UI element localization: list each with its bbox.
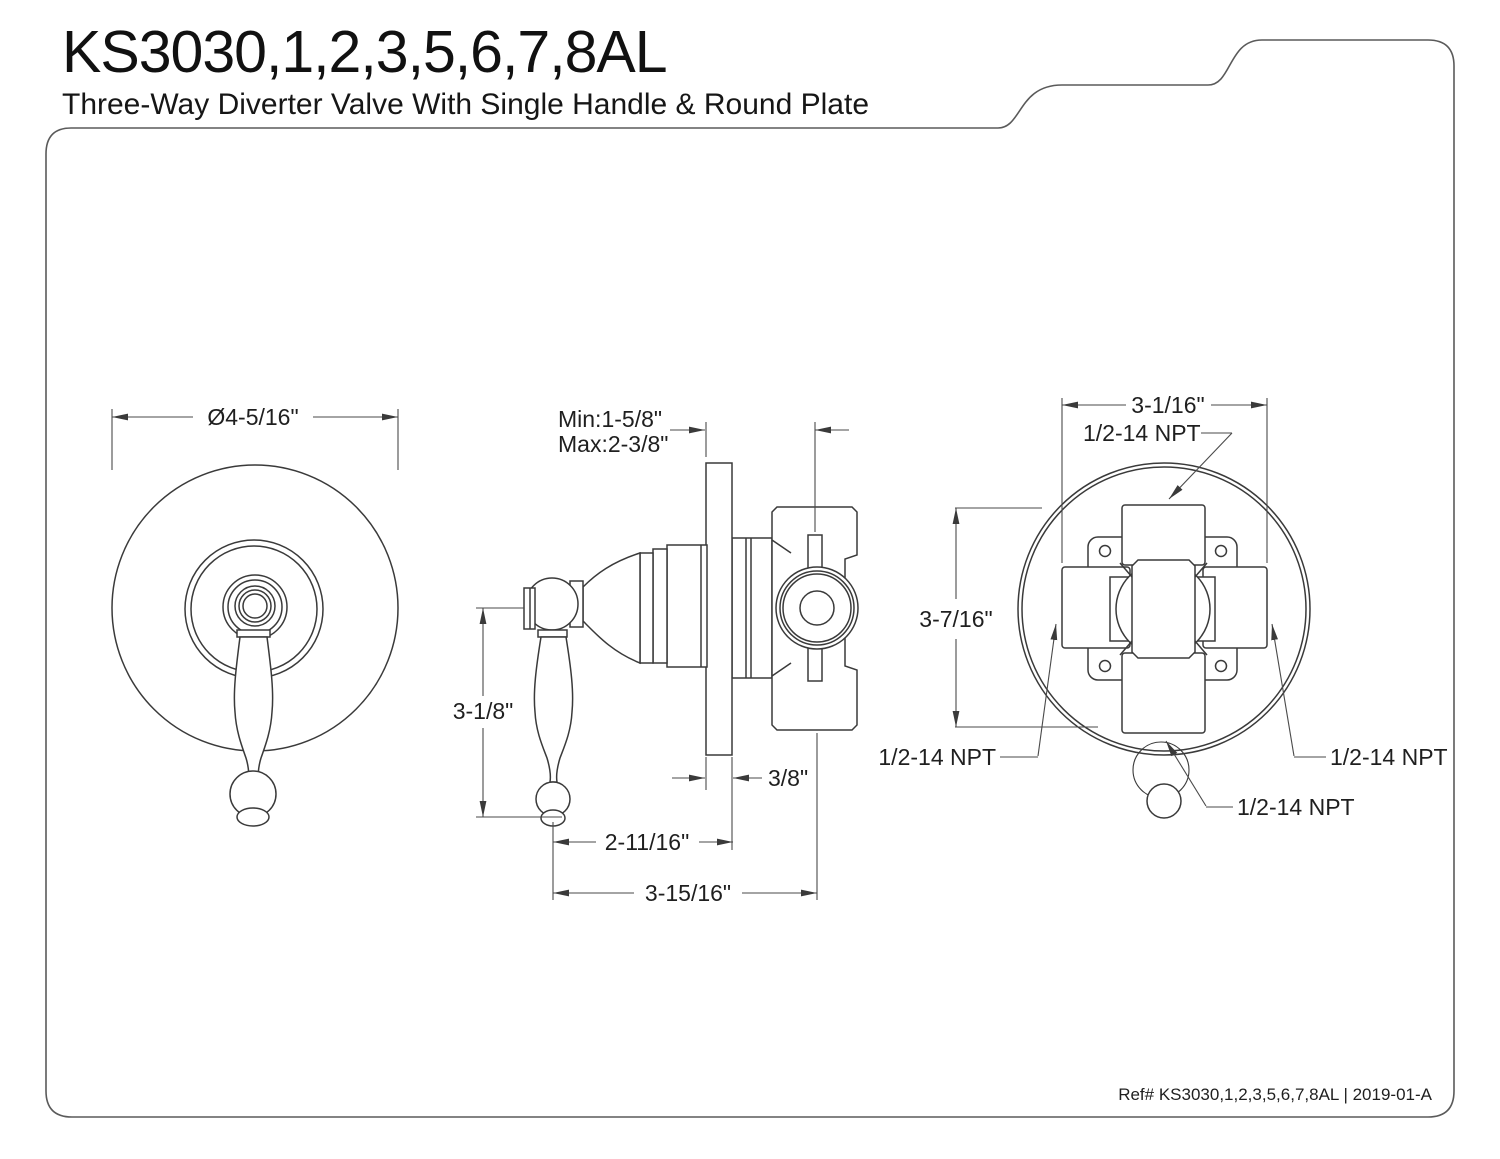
port-bottom	[1121, 652, 1206, 734]
dim-plate-to-handle-tip: 2-11/16"	[605, 829, 689, 855]
dim-plate-thickness: 3/8"	[768, 765, 808, 791]
dim-depth-min: Min:1-5/8"	[558, 406, 662, 432]
label-npt-right: 1/2-14 NPT	[1330, 744, 1448, 770]
dim-port-span-height: 3-7/16"	[919, 606, 992, 632]
product-description: Three-Way Diverter Valve With Single Han…	[62, 87, 870, 121]
handle-lever-side	[533, 636, 574, 783]
label-npt-bottom: 1/2-14 NPT	[1237, 794, 1355, 820]
dim-port-span-width: 3-1/16"	[1131, 392, 1204, 418]
wall-plate-side	[705, 462, 733, 756]
dim-overall-depth: 3-15/16"	[645, 880, 731, 906]
label-npt-left: 1/2-14 NPT	[878, 744, 996, 770]
page-border	[45, 39, 1455, 1118]
dim-plate-diameter: Ø4-5/16"	[207, 404, 298, 430]
front-view-diagram: Ø4-5/16"	[111, 404, 399, 827]
rear-view-diagram: 3-1/16" 3-7/16" 1/2-14 NPT 1/2-14 NPT 1/…	[878, 392, 1447, 820]
port-top	[1121, 504, 1206, 566]
model-number: KS3030,1,2,3,5,6,7,8AL	[62, 19, 668, 85]
label-npt-top: 1/2-14 NPT	[1083, 420, 1201, 446]
side-view-diagram: Min:1-5/8" Max:2-3/8" 3-1/8" 3/8" 2-11/1…	[453, 406, 859, 906]
title-block: KS3030,1,2,3,5,6,7,8AL Three-Way Diverte…	[62, 19, 870, 122]
dim-handle-length: 3-1/8"	[453, 698, 514, 724]
dim-depth-max: Max:2-3/8"	[558, 431, 668, 457]
handle-lever-front	[233, 636, 274, 782]
reference-number: Ref# KS3030,1,2,3,5,6,7,8AL | 2019-01-A	[1118, 1085, 1432, 1104]
